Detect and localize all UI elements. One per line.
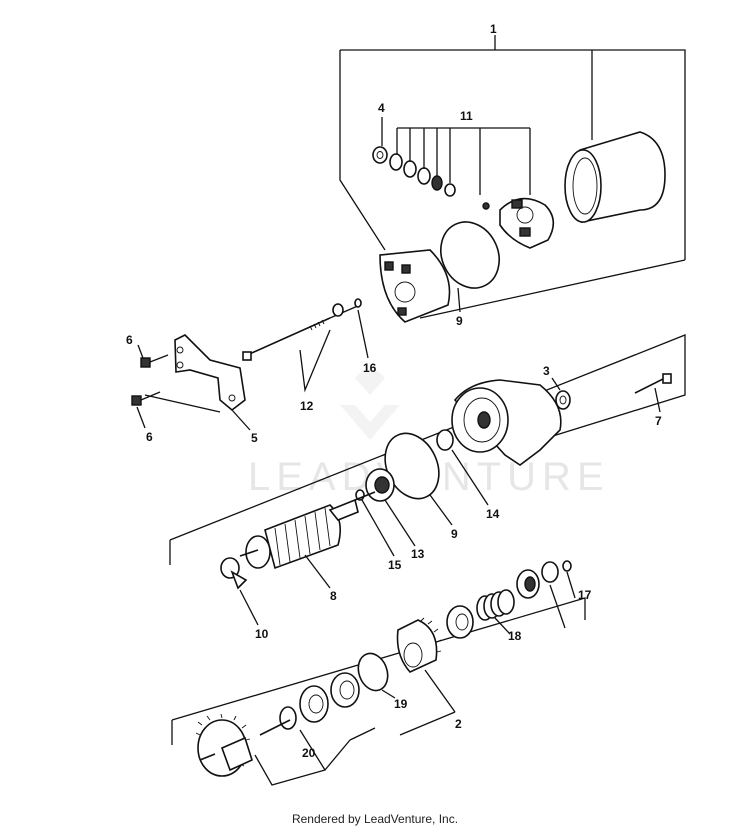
callout-9-leader-top [457,287,461,313]
callout-19: 19 [394,697,408,711]
drive-gear-shaft [195,713,291,777]
callout-7: 7 [655,414,662,428]
callout-10: 10 [255,627,269,641]
callout-17-leader [549,571,576,629]
group-bottom-bracket [171,597,586,745]
clutch-plate [330,672,360,708]
callout-9-leader-mid [429,494,453,526]
armature [239,491,376,570]
callout-16: 16 [363,361,377,375]
collar [446,605,474,639]
callout-20-leader [254,727,376,786]
mounting-bracket [174,334,246,412]
callout-18: 18 [508,629,522,643]
bearing-13 [365,468,395,502]
washer-17 [541,560,572,583]
group-1-bracket [339,35,686,319]
callout-1: 1 [490,22,497,36]
callout-11-leader [396,127,531,195]
screw-6-top [140,354,169,368]
drive-housing [451,379,562,466]
callout-2-leader [399,669,456,736]
callout-18-leader [494,617,511,635]
callout-4: 4 [378,101,385,115]
pinion-gear [396,617,442,673]
watermark-logo-icon [340,369,400,440]
callout-9-top: 9 [456,314,463,328]
o-ring-top [440,221,500,289]
ring-14 [436,429,454,451]
bolt-7 [634,373,672,394]
callout-3: 3 [543,364,550,378]
callout-3-leader [551,377,561,391]
screw-6-bottom [131,391,161,406]
callout-19-leader [381,689,396,699]
through-bolts [242,303,361,361]
callout-14-leader [451,449,489,506]
callout-8-leader [304,554,331,589]
brush-10 [220,557,248,590]
ring-19 [357,652,389,692]
callout-6-top: 6 [126,333,133,347]
callout-7-leader [654,387,661,413]
callout-6-leader-bottom [136,406,146,429]
ring-20 [279,706,297,730]
group-middle-bracket [169,334,686,565]
callout-16-leader [357,309,369,359]
washer-stack [372,146,456,197]
washer-16 [354,298,362,308]
callout-5-leader [144,394,251,431]
callout-5: 5 [251,431,258,445]
callout-2: 2 [455,717,462,731]
callout-10-leader [239,589,259,626]
bushing [516,569,540,599]
callout-11: 11 [460,109,473,123]
callout-14: 14 [486,507,500,521]
callout-13-leader [384,499,416,547]
callout-12: 12 [300,399,314,413]
end-cover [379,249,451,323]
callout-15: 15 [388,558,402,572]
thrust-washer [299,685,329,723]
spring-18 [476,589,515,621]
callout-9-middle: 9 [451,527,458,541]
callout-12-leader [299,329,331,393]
callout-6-leader-top [137,344,144,359]
brush-holder [482,197,555,249]
callout-20: 20 [302,746,316,760]
callout-8: 8 [330,589,337,603]
motor-housing [564,131,666,223]
callout-15-leader [361,499,395,557]
callout-6-bottom: 6 [146,430,153,444]
callout-13: 13 [411,547,425,561]
washer-3 [555,390,571,410]
callout-labels: 1 2 3 4 5 6 6 7 8 9 9 10 11 12 13 14 15 … [126,22,662,760]
callout-17: 17 [578,588,592,602]
footer-credit: Rendered by LeadVenture, Inc. [291,812,459,826]
